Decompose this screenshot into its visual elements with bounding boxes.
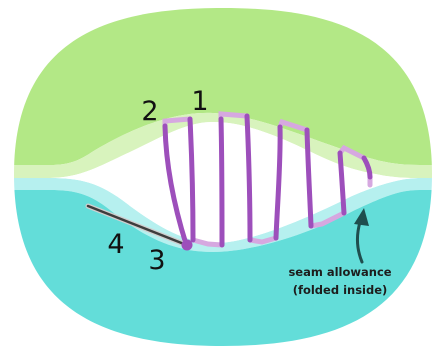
step-number-1: 1 bbox=[191, 86, 208, 117]
step-number-4: 4 bbox=[107, 229, 124, 260]
sewing-needle-icon bbox=[85, 203, 193, 251]
step-number-2: 2 bbox=[141, 96, 158, 127]
curved-arrow-icon bbox=[354, 208, 369, 264]
seam-allowance-caption-note: (folded inside) bbox=[293, 283, 388, 297]
bottom-fabric bbox=[14, 190, 432, 346]
seam-allowance-caption: seam allowance bbox=[288, 265, 391, 279]
ladder-stitches bbox=[162, 113, 373, 248]
step-number-3: 3 bbox=[148, 245, 165, 276]
seam-opening bbox=[50, 122, 420, 244]
top-seam-allowance bbox=[14, 112, 432, 178]
top-fabric bbox=[14, 8, 432, 165]
bottom-seam-allowance bbox=[14, 178, 432, 252]
